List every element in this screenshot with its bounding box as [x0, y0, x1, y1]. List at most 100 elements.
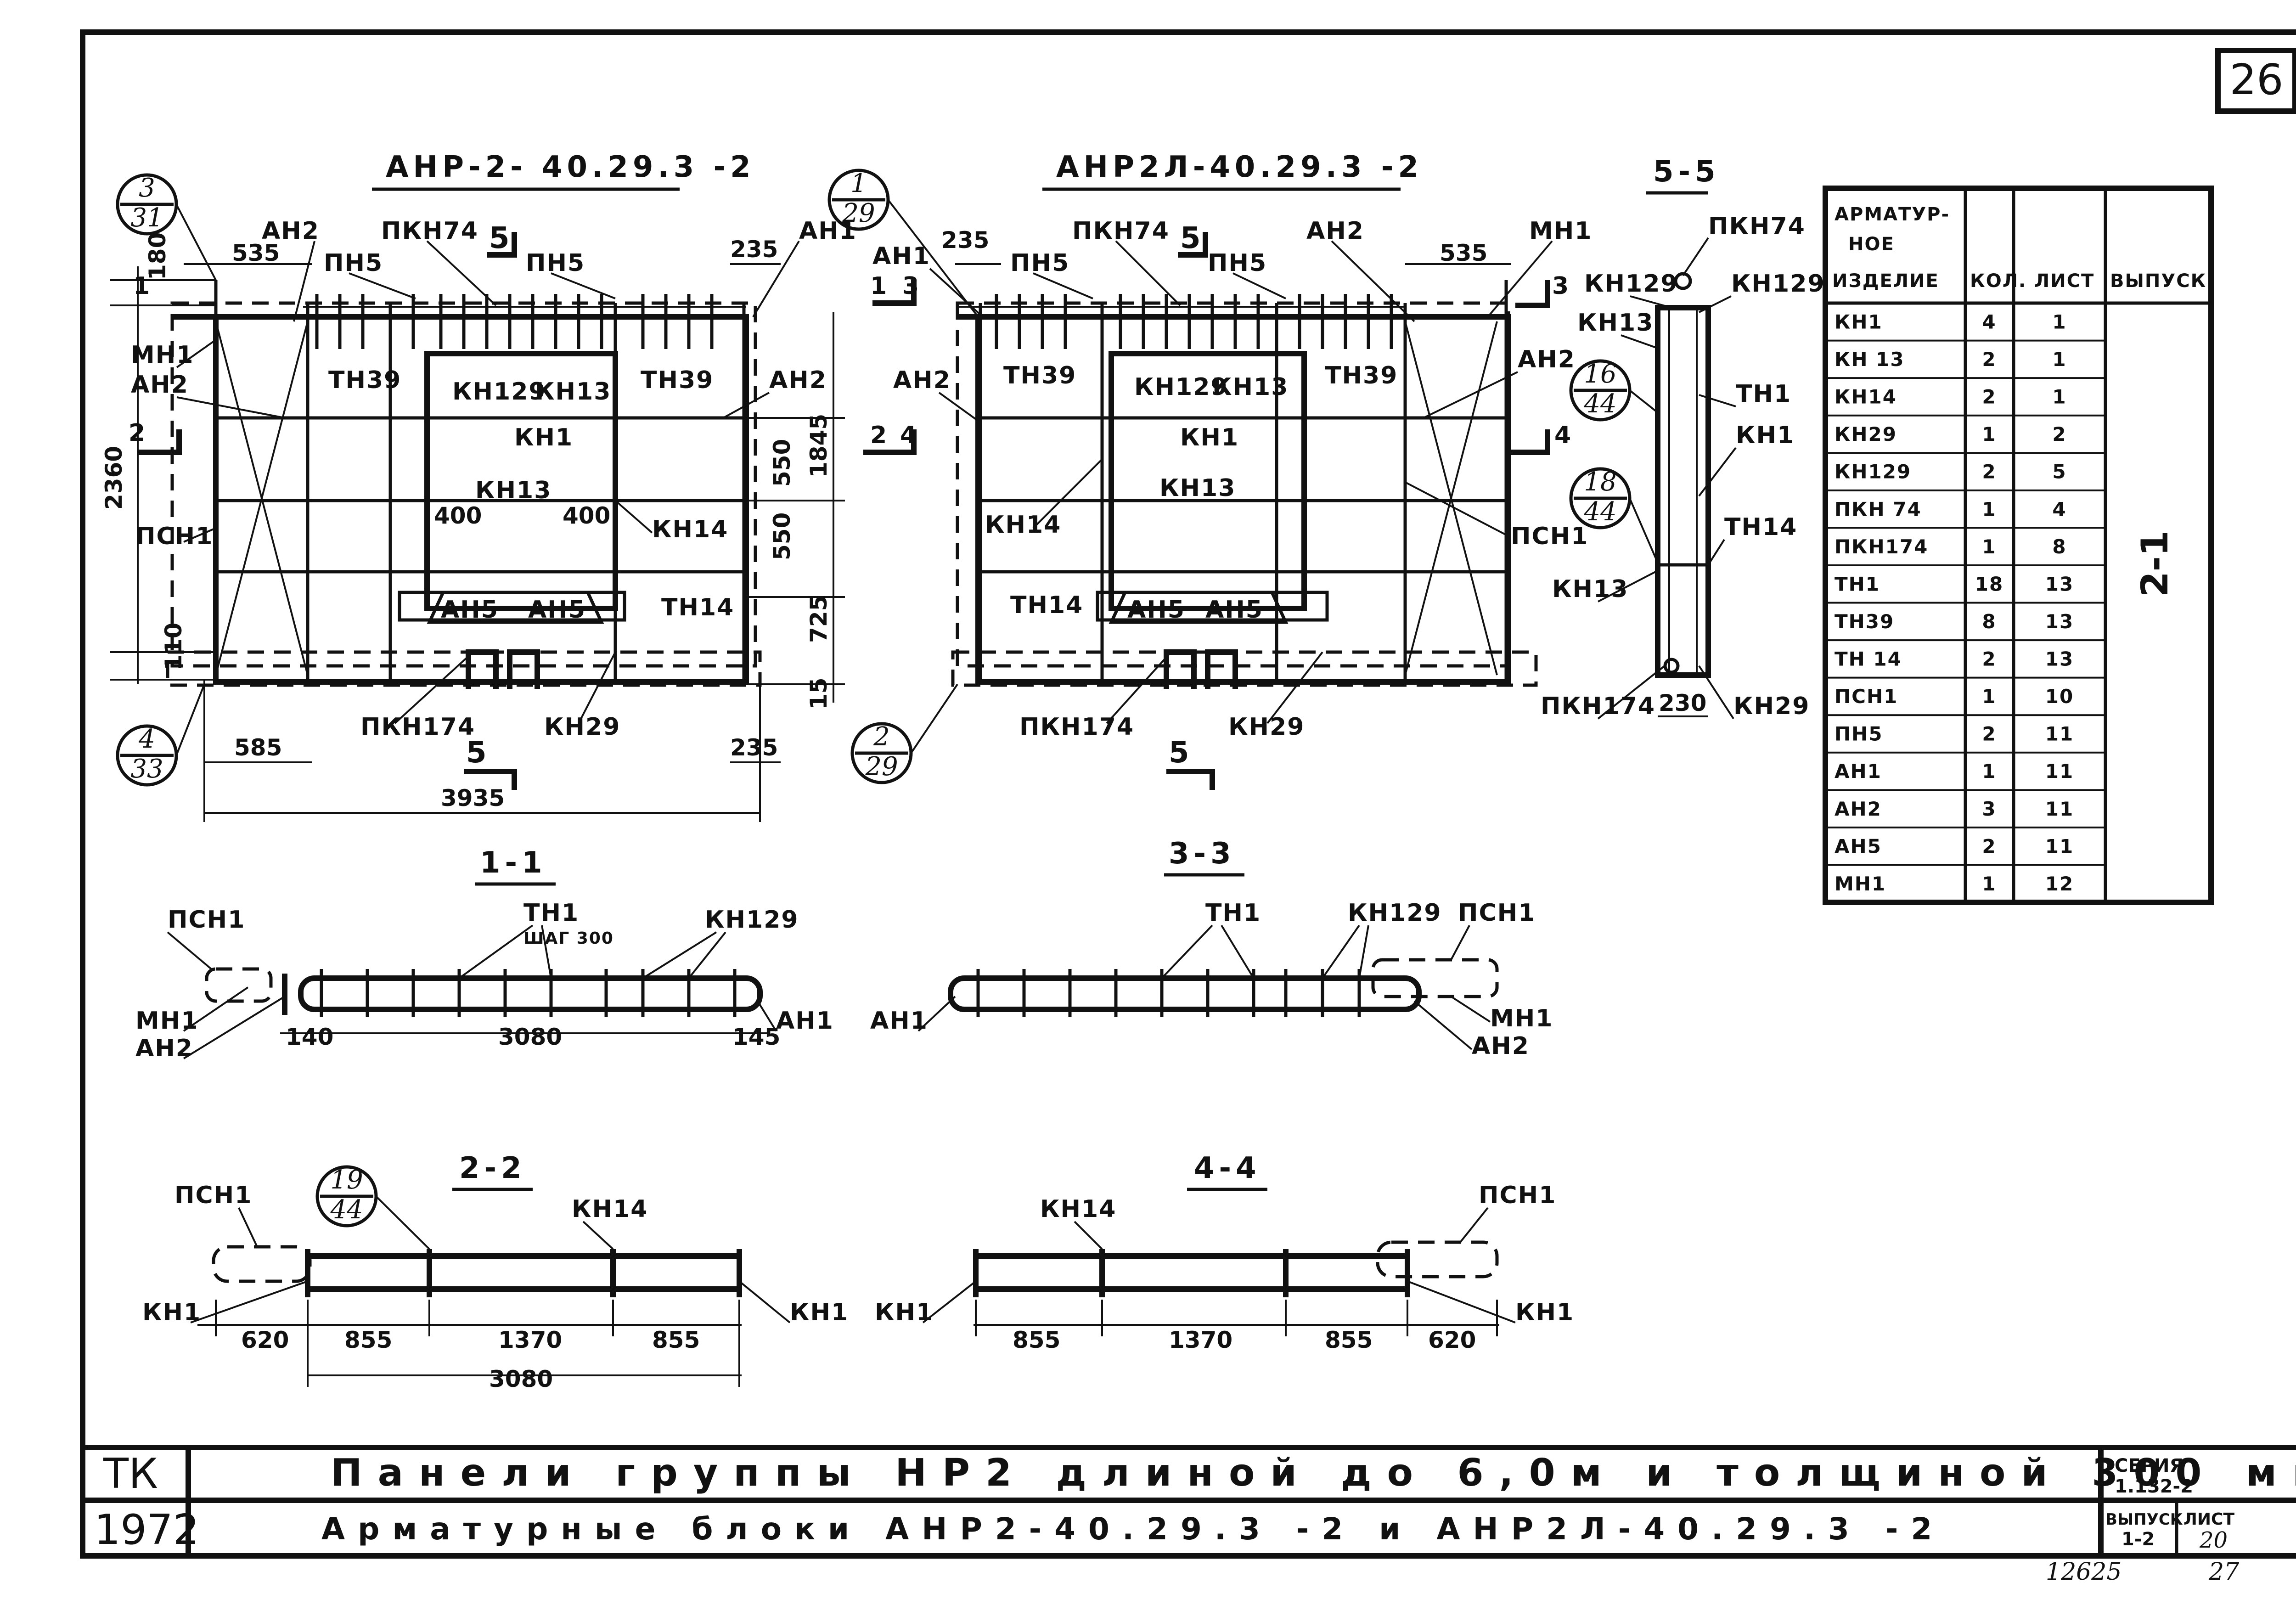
spec-cell-item: ТН 14	[1835, 648, 1902, 670]
section-4-4: 4-4 855 1370 855 620 КН14 ПСН1 КН1 КН1	[875, 1151, 1574, 1353]
label-kh129-right: КН129	[1134, 373, 1228, 401]
label-kh14-44: КН14	[1040, 1195, 1116, 1223]
label-pk74-55: ПКН74	[1708, 213, 1806, 240]
label-psh1-33: ПСН1	[1458, 899, 1536, 927]
label-psh1-right: ПСН1	[1511, 523, 1588, 550]
title-line-2: Арматурные блоки АНР2-40.29.3 -2 и АНР2Л…	[321, 1511, 1945, 1547]
cut-5-bottom-left: 5	[466, 736, 491, 770]
spec-cell-sheet: 13	[2045, 610, 2074, 633]
dim-855-44a: 855	[1013, 1327, 1060, 1353]
spec-cell-item: КН129	[1835, 461, 1911, 483]
spec-cell-sheet: 13	[2045, 648, 2074, 670]
label-kh129-55b: КН129	[1731, 270, 1825, 298]
spec-cell-qty: 8	[1982, 610, 1996, 633]
dim-400-a: 400	[434, 502, 482, 529]
label-ah5-r2: АН5	[1205, 596, 1263, 624]
callout-3-31-top: 3	[139, 173, 155, 203]
callout-19-44-bottom: 44	[330, 1195, 363, 1225]
dim-110-left: 110	[160, 623, 187, 670]
label-kh1-22b: КН1	[790, 1299, 849, 1326]
dim-535-right: 535	[1440, 240, 1487, 266]
spec-header-item-3: ИЗДЕЛИЕ	[1832, 270, 1939, 292]
spec-cell-item: АН5	[1835, 835, 1882, 857]
label-th1-33: ТН1	[1205, 899, 1261, 927]
sheet-value: 20	[2199, 1527, 2228, 1553]
label-kh14-22: КН14	[572, 1195, 648, 1223]
spec-cell-item: АН2	[1835, 798, 1882, 820]
callout-3-31-bottom: 31	[130, 203, 163, 233]
spec-cell-sheet: 11	[2045, 723, 2074, 745]
label-th14-55: ТН14	[1724, 513, 1797, 541]
label-ah2-11: АН2	[135, 1035, 193, 1062]
callout-18-44-bottom: 44	[1583, 497, 1616, 527]
spec-header-item-1: АРМАТУР-	[1835, 204, 1950, 225]
label-ah2-33: АН2	[1472, 1032, 1530, 1060]
label-psh1-left: ПСН1	[135, 523, 213, 550]
label-kh13-55a: КН13	[1577, 309, 1654, 337]
label-mh1-right: МН1	[1529, 217, 1592, 245]
dim-235-left-top: 235	[730, 236, 778, 263]
label-kh1-right: КН1	[1180, 424, 1239, 451]
spec-cell-item: ПН5	[1835, 723, 1883, 745]
dim-535-left: 535	[232, 240, 280, 266]
spec-cell-item: ПКН 74	[1835, 498, 1922, 520]
label-th39-right-a: ТН39	[1003, 362, 1076, 389]
spec-cell-qty: 2	[1982, 648, 1996, 670]
cut-4-far: 4	[1554, 422, 1572, 449]
callout-19-44-top: 19	[330, 1165, 363, 1195]
label-th39-right-b: ТН39	[1325, 362, 1398, 389]
label-kh13-left-top: КН13	[535, 378, 611, 405]
release-label: ВЫПУСК	[2105, 1510, 2183, 1529]
label-ah2-top-right: АН2	[1306, 217, 1364, 245]
title-block-year: 1972	[94, 1506, 199, 1554]
view-title-4-4: 4-4	[1194, 1151, 1261, 1185]
cut-1-right: 1	[870, 272, 888, 300]
spec-cell-item: КН1	[1835, 310, 1883, 333]
footer-code-left: 12625	[2046, 1558, 2122, 1586]
label-ah1-top-right: АН1	[872, 242, 930, 270]
spec-cell-item: МН1	[1835, 873, 1886, 895]
title-block: ТК 1972 Панели группы НР2 длиной до 6,0м…	[94, 1450, 2296, 1586]
label-step-11: ШАГ 300	[523, 929, 614, 948]
label-psh1-11: ПСН1	[168, 906, 245, 934]
series-value: 1.132-2	[2115, 1476, 2193, 1497]
spec-header-qty: КОЛ.	[1970, 270, 2026, 292]
label-kh13-right-mid: КН13	[1159, 474, 1236, 502]
spec-table-frame	[1823, 186, 2214, 905]
callout-16-44-bottom: 44	[1583, 389, 1616, 419]
spec-cell-sheet: 1	[2052, 386, 2066, 408]
label-ah1-top-left: АН1	[799, 217, 857, 245]
label-th39-left-b: ТН39	[641, 366, 714, 394]
label-kh129-33: КН129	[1348, 899, 1442, 927]
elevation-left: АНР-2- 40.29.3 -2	[101, 150, 857, 822]
label-pk174-55: ПКН174	[1541, 693, 1655, 720]
dim-725: 725	[805, 595, 832, 643]
spec-header-item-2: НОЕ	[1848, 234, 1895, 255]
view-title-2-2: 2-2	[459, 1151, 526, 1185]
view-title-3-3: 3-3	[1169, 837, 1236, 871]
label-th1-11: ТН1	[523, 899, 579, 927]
dim-3935: 3935	[441, 785, 505, 811]
spec-cell-sheet: 5	[2052, 461, 2066, 483]
spec-cell-item: КН14	[1835, 386, 1897, 408]
label-pk74-left: ПКН74	[381, 217, 478, 245]
label-ah5-l1: АН5	[441, 596, 499, 624]
label-ph5-top-right: ПН5	[526, 249, 585, 277]
callout-1-29-top: 1	[850, 169, 867, 198]
label-psh1-44: ПСН1	[1479, 1182, 1556, 1209]
dim-620-44: 620	[1428, 1327, 1476, 1353]
callout-18-44-top: 18	[1584, 467, 1616, 497]
label-kh1-44b: КН1	[1515, 1299, 1574, 1326]
spec-cell-qty: 1	[1982, 873, 1996, 895]
footer-code-right: 27	[2208, 1558, 2240, 1586]
dim-3080-11: 3080	[498, 1024, 562, 1050]
spec-cell-sheet: 1	[2052, 310, 2066, 333]
spec-cell-qty: 1	[1982, 535, 1996, 558]
label-mh1-33: МН1	[1490, 1005, 1553, 1032]
dim-1370-44: 1370	[1169, 1327, 1232, 1353]
dim-400-b: 400	[563, 502, 610, 529]
spec-cell-qty: 2	[1982, 723, 1996, 745]
cut-1-left: 1	[133, 272, 151, 300]
cut-3-far: 3	[1552, 272, 1570, 300]
